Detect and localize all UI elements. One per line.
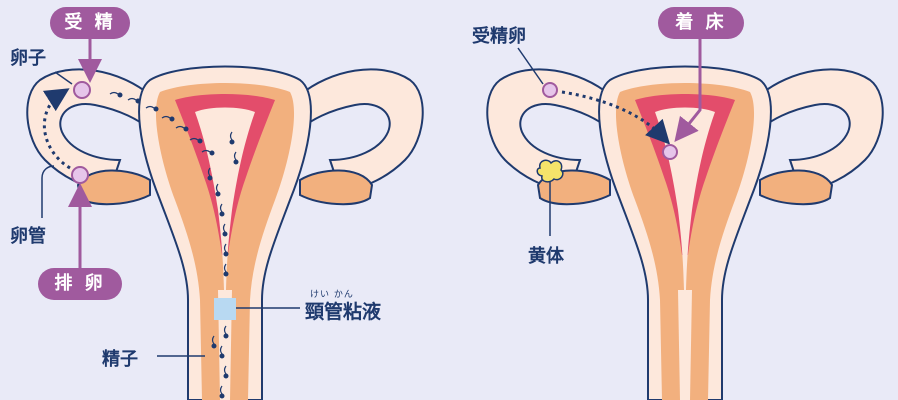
label-sperm: 精子 — [102, 345, 138, 371]
label-cervical-mucus: 頸管粘液 — [305, 297, 381, 324]
left-uterus — [27, 34, 422, 400]
implanted-egg — [663, 145, 677, 159]
fertilized-egg-in-tube — [543, 83, 557, 97]
badge-implantation: 着 床 — [658, 7, 744, 39]
right-cervical-canal — [678, 290, 692, 400]
left-ovary-right — [300, 170, 372, 204]
label-egg: 卵子 — [10, 44, 46, 70]
left-cervical-mucus-area — [214, 298, 236, 320]
label-oviduct: 卵管 — [10, 222, 46, 248]
badge-fertilization: 受 精 — [50, 7, 130, 39]
right-uterus — [487, 34, 882, 400]
right-ovary-right — [760, 170, 832, 204]
label-corpus-luteum: 黄体 — [528, 242, 564, 268]
oviduct-pointer-line — [42, 166, 54, 218]
egg-in-tube — [74, 82, 90, 98]
ovulated-egg — [72, 167, 88, 183]
label-fertilized-egg: 受精卵 — [472, 22, 526, 48]
badge-ovulation: 排 卵 — [38, 268, 122, 300]
